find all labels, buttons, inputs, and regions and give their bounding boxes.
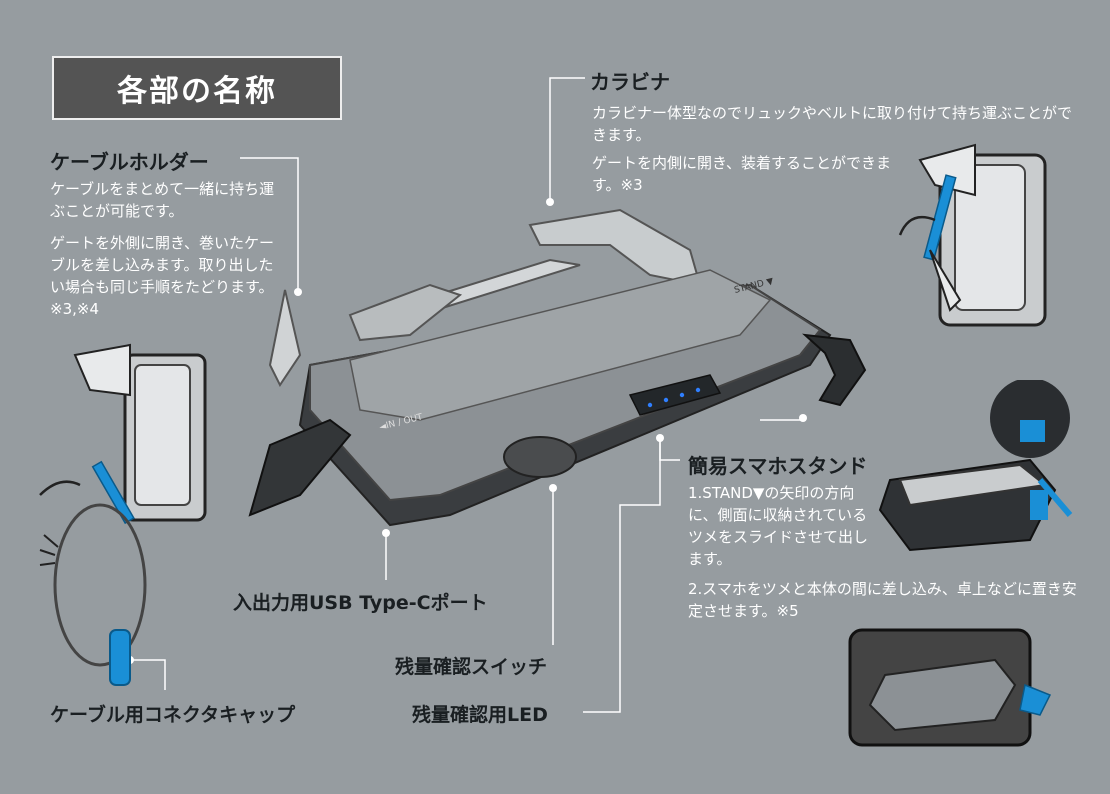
check-switch	[503, 436, 577, 478]
led-leader	[583, 440, 661, 713]
cable-holder-heading: ケーブルホルダー	[50, 150, 209, 174]
stand-desc-2: 2.スマホをツメと本体の間に差し込み、卓上などに置き安定させます。※5	[688, 580, 1077, 620]
carabiner-gate-blue	[923, 174, 957, 261]
cable-holder-leader	[240, 157, 299, 290]
coiled-cable	[53, 503, 147, 667]
stand-slide-illustration	[878, 380, 1073, 552]
top-cushion	[349, 269, 772, 421]
usb-port-label: 入出力用USB Type-Cポート	[233, 592, 488, 614]
cable-holder-gate-blue	[91, 460, 135, 525]
stand-phone-illustration	[848, 628, 1052, 747]
connector-cap-label: ケーブル用コネクタキャップ	[50, 704, 296, 726]
page-title: 各部の名称	[52, 56, 342, 120]
stand-claw-blue	[1020, 420, 1045, 442]
led-window	[628, 374, 722, 416]
carabiner-frame	[528, 208, 702, 287]
carabiner-heading: カラビナ	[590, 70, 670, 94]
check-switch-label: 残量確認スイッチ	[395, 656, 548, 678]
power-bank-illustration: STAND ▼ ◄IN / OUT	[248, 208, 867, 527]
cable-holder-desc-1: ケーブルをまとめて一緒に持ち運ぶことが可能です。	[50, 180, 275, 220]
carabiner-gate-illustration	[898, 143, 1047, 327]
connector-cap	[109, 629, 131, 686]
cable-holder-illustration	[39, 343, 207, 686]
stand-arm	[802, 333, 867, 407]
cap-leader	[130, 659, 166, 690]
cable-holder-gate	[268, 289, 302, 387]
carabiner-desc-2: ゲートを内側に開き、装着することができます。※3	[592, 154, 891, 194]
check-led-label: 残量確認用LED	[412, 704, 548, 726]
carabiner-desc-1: カラビナー体型なのでリュックやベルトに取り付けて持ち運ぶことができます。	[592, 104, 1073, 144]
stand-desc-1: 1.STAND▼の矢印の方向に、側面に収納されているツメをスライドさせて出します…	[688, 484, 869, 568]
led-2	[663, 397, 669, 403]
led-1	[647, 402, 653, 408]
led-4	[695, 387, 701, 393]
led-3	[679, 392, 685, 398]
cable-holder-desc-2: ゲートを外側に開き、巻いたケーブルを差し込みます。取り出したい場合も同じ手順をた…	[50, 234, 274, 318]
carabiner-leader	[549, 77, 585, 200]
stand-heading: 簡易スマホスタンド	[688, 454, 868, 478]
